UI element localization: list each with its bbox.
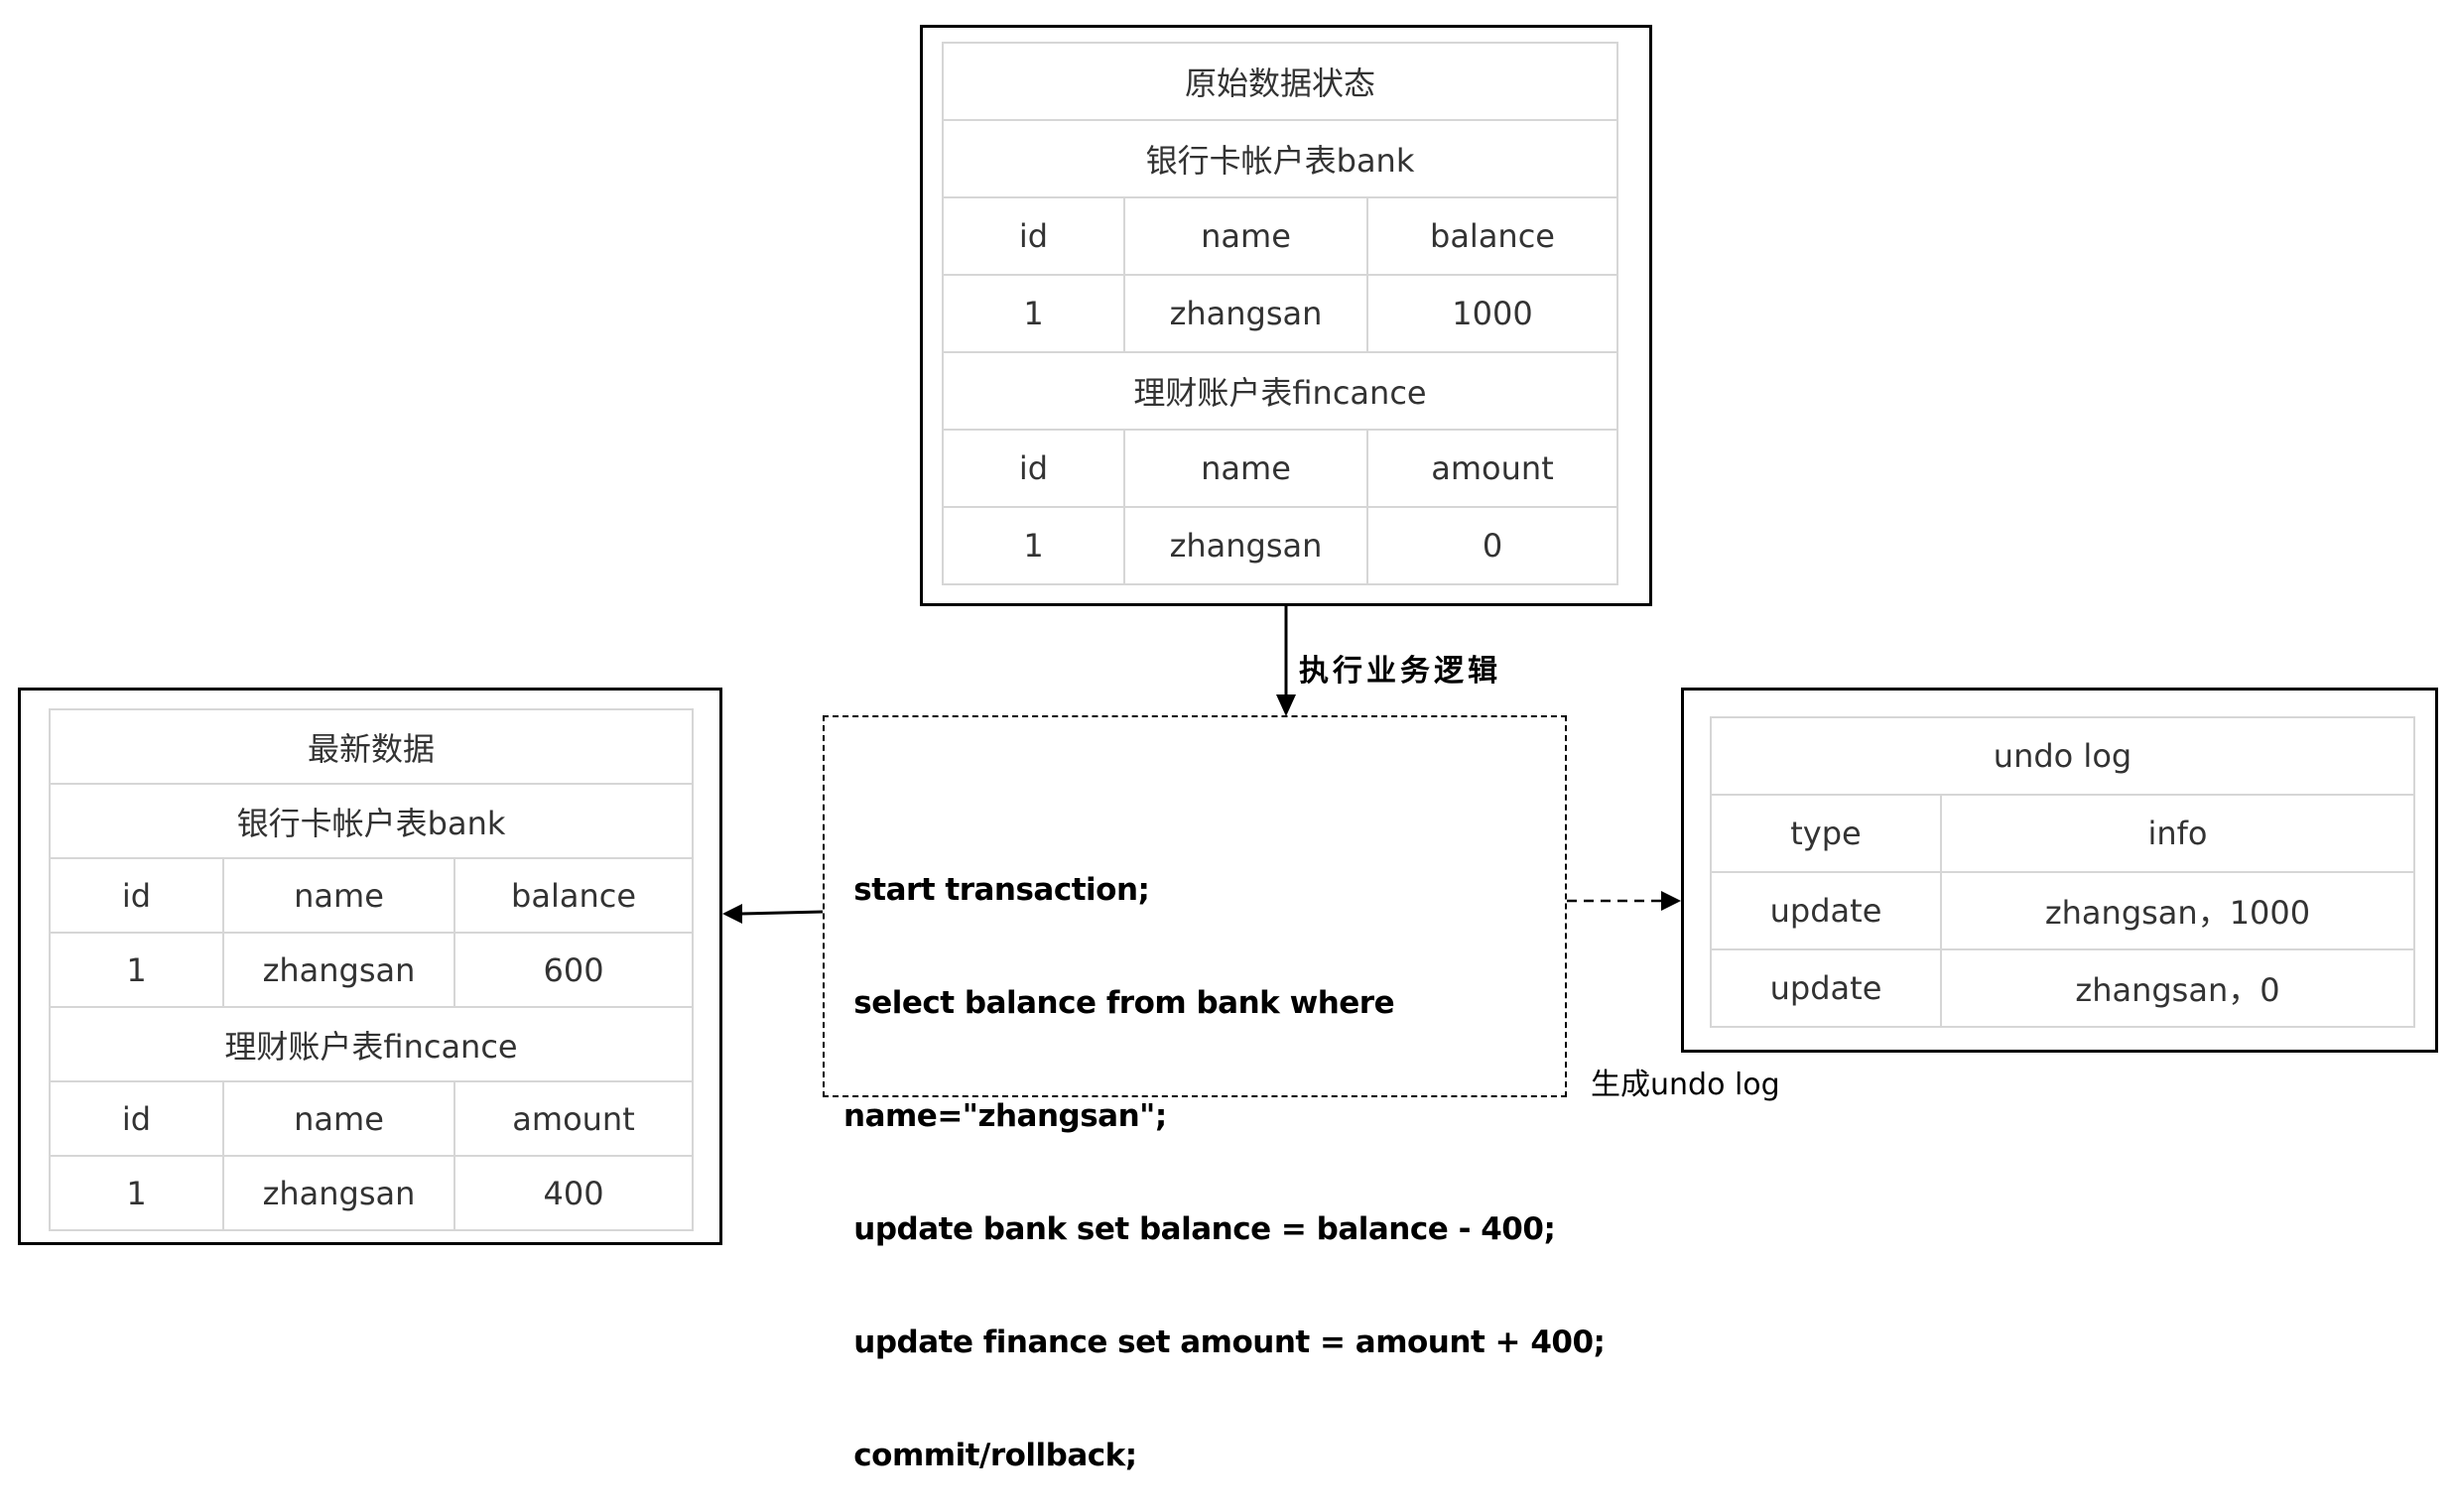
column-header: amount bbox=[452, 1080, 695, 1157]
code-line: select balance from bank where bbox=[843, 985, 1395, 1021]
code-line: name="zhangsan"; bbox=[843, 1098, 1167, 1134]
table-cell: 600 bbox=[452, 932, 695, 1008]
table-row: 1 zhangsan 0 bbox=[942, 506, 1618, 585]
table-cell: zhangsan，1000 bbox=[1940, 871, 2415, 950]
table-cell: 1 bbox=[49, 1155, 224, 1231]
table-cell: update bbox=[1710, 871, 1942, 950]
column-header: name bbox=[222, 857, 455, 934]
table-cell: 1 bbox=[942, 506, 1125, 585]
arrow-transaction-to-latest bbox=[722, 904, 824, 924]
latest-state-table: 最新数据 银行卡帐户表bank id name balance 1 zhangs… bbox=[48, 708, 695, 1231]
table-cell: update bbox=[1710, 948, 1942, 1028]
original-finance-table-title: 理财账户表fincance bbox=[942, 351, 1618, 431]
generate-undo-log-label: 生成undo log bbox=[1591, 1068, 1780, 1102]
latest-finance-table-title: 理财账户表fincance bbox=[48, 1006, 695, 1082]
table-cell: 1 bbox=[49, 932, 224, 1008]
column-header: name bbox=[222, 1080, 455, 1157]
original-bank-table-title: 银行卡帐户表bank bbox=[942, 119, 1618, 198]
table-cell: 1 bbox=[942, 274, 1125, 353]
arrow-transaction-to-undo-log bbox=[1567, 891, 1681, 911]
table-cell: 400 bbox=[452, 1155, 695, 1231]
latest-bank-table-title: 银行卡帐户表bank bbox=[48, 783, 695, 859]
latest-state-title: 最新数据 bbox=[48, 708, 695, 785]
column-header: id bbox=[49, 857, 224, 934]
table-cell: 0 bbox=[1366, 506, 1618, 585]
code-line: start transaction; bbox=[843, 872, 1150, 908]
column-header: amount bbox=[1366, 429, 1618, 508]
table-row: 1 zhangsan 400 bbox=[49, 1155, 695, 1231]
code-line: update bank set balance = balance - 400; bbox=[843, 1211, 1556, 1247]
connector-layer bbox=[722, 606, 1681, 924]
column-header: id bbox=[942, 196, 1125, 276]
execute-logic-label: 执行业务逻辑 bbox=[1299, 654, 1501, 689]
table-cell: zhangsan bbox=[222, 1155, 455, 1231]
undo-log-table: undo log type info update zhangsan，1000 … bbox=[1710, 716, 2415, 1028]
column-header: type bbox=[1710, 794, 1942, 873]
column-header: id bbox=[49, 1080, 224, 1157]
column-header: name bbox=[1123, 196, 1368, 276]
column-header: balance bbox=[452, 857, 695, 934]
original-state-title: 原始数据状态 bbox=[942, 42, 1618, 121]
table-cell: zhangsan，0 bbox=[1940, 948, 2415, 1028]
arrow-original-to-transaction bbox=[1276, 606, 1296, 716]
column-header: info bbox=[1940, 794, 2415, 873]
code-line: commit/rollback; bbox=[843, 1438, 1137, 1473]
table-row: update zhangsan，0 bbox=[1710, 948, 2415, 1028]
table-row: 1 zhangsan 1000 bbox=[942, 274, 1618, 353]
original-state-table: 原始数据状态 银行卡帐户表bank id name balance 1 zhan… bbox=[942, 42, 1618, 585]
table-row: 1 zhangsan 600 bbox=[49, 932, 695, 1008]
table-row: update zhangsan，1000 bbox=[1710, 871, 2415, 950]
column-header: name bbox=[1123, 429, 1368, 508]
column-header: id bbox=[942, 429, 1125, 508]
code-line: update finance set amount = amount + 400… bbox=[843, 1324, 1606, 1360]
table-cell: zhangsan bbox=[1123, 274, 1368, 353]
table-cell: 1000 bbox=[1366, 274, 1618, 353]
transaction-box bbox=[823, 715, 1567, 1097]
undo-log-title: undo log bbox=[1710, 716, 2415, 796]
table-cell: zhangsan bbox=[1123, 506, 1368, 585]
table-cell: zhangsan bbox=[222, 932, 455, 1008]
column-header: balance bbox=[1366, 196, 1618, 276]
